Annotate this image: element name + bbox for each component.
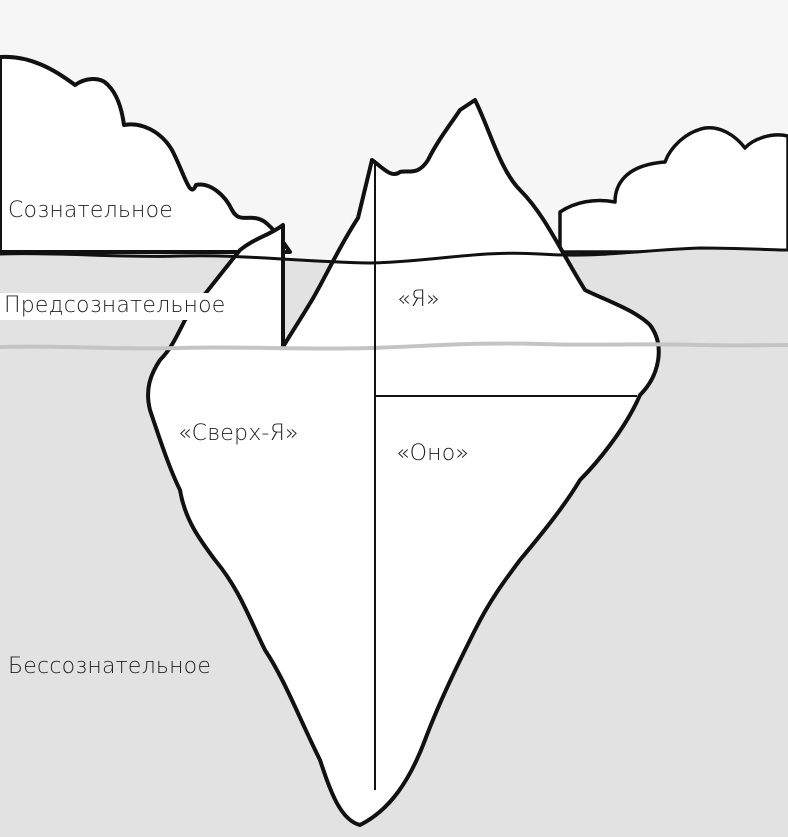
layer-label-preconscious: Предсознательное (0, 293, 230, 320)
preconscious-boundary (0, 341, 788, 351)
layer-label-conscious: Сознательное (8, 198, 173, 223)
right-cloud (558, 126, 788, 254)
region-label-id: «Оно» (396, 441, 470, 466)
region-label-superego: «Сверх-Я» (178, 421, 299, 446)
left-cloud (0, 54, 292, 254)
layer-label-unconscious: Бессознательное (8, 654, 212, 679)
region-label-ego: «Я» (397, 287, 440, 312)
iceberg (146, 98, 661, 827)
waterline (0, 246, 788, 265)
